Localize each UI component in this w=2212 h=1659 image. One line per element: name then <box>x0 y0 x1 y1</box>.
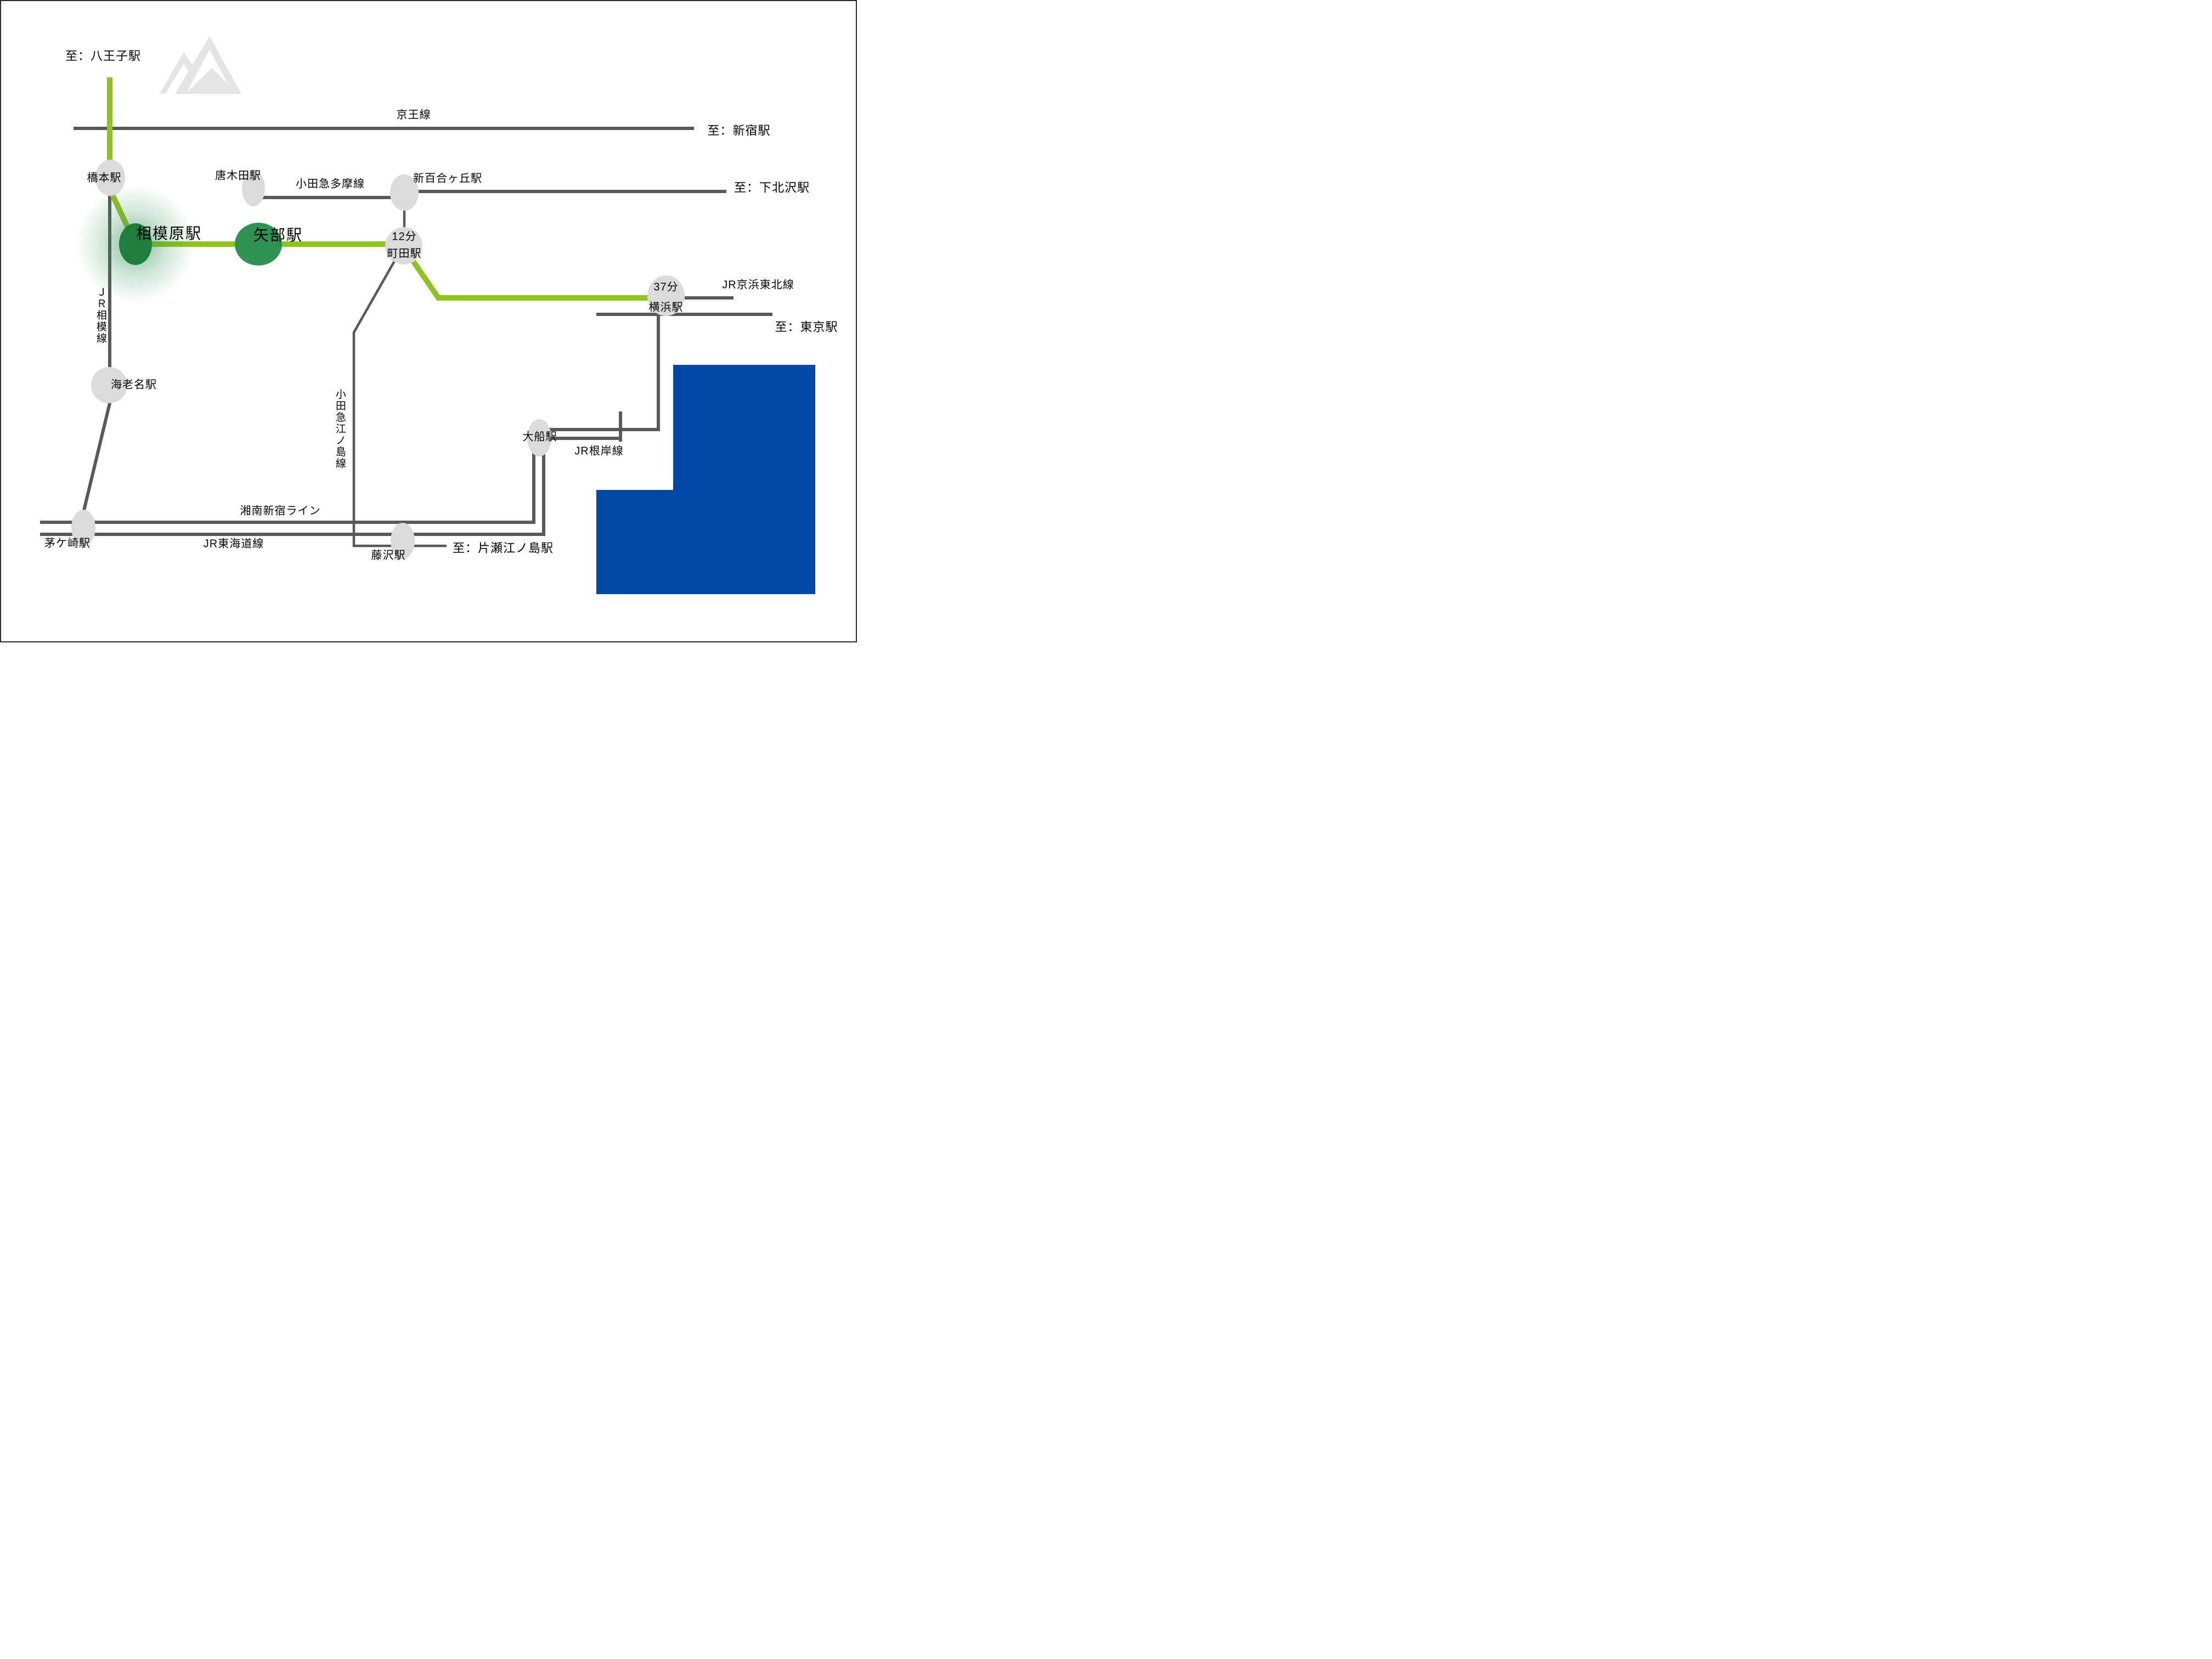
station-label-yabe: 矢部駅 <box>253 226 303 244</box>
station-node-ofuna <box>527 419 551 456</box>
travel-time-yokohama: 37分 <box>653 281 679 294</box>
station-label-yokohama: 横浜駅 <box>648 301 684 314</box>
line-label-odakyu-tama: 小田急多摩線 <box>296 178 365 190</box>
station-label-ofuna: 大船駅 <box>522 431 557 443</box>
station-node-yabe <box>235 223 282 266</box>
destination-label-shimokitazawa: 至：下北沢駅 <box>733 180 810 195</box>
station-node-machida <box>385 227 422 264</box>
station-node-chigasaki <box>71 510 95 546</box>
route-map-canvas <box>40 36 815 594</box>
shonan-shinjuku-line <box>40 315 660 524</box>
line-label-jr-sagami: ＪＲ相模線 <box>94 286 106 345</box>
station-label-fujisawa: 藤沢駅 <box>371 549 406 562</box>
station-node-ebina <box>91 367 127 403</box>
station-node-shin-yurigaoka <box>390 174 419 211</box>
jr-tokaido-line <box>40 438 545 536</box>
blue-area-shape <box>596 365 815 594</box>
line-label-shonan-shinjuku: 湘南新宿ライン <box>240 505 321 517</box>
station-label-karakida: 唐木田駅 <box>215 170 261 182</box>
line-label-jr-negishi: JR根岸線 <box>574 445 624 458</box>
station-label-shin-yurigaoka: 新百合ヶ丘駅 <box>413 172 482 185</box>
station-label-machida: 町田駅 <box>387 247 422 260</box>
station-node-yokohama <box>647 275 685 316</box>
mountain-icon <box>160 36 241 94</box>
line-label-jr-tokaido: JR東海道線 <box>203 538 264 550</box>
station-label-ebina: 海老名駅 <box>111 379 157 391</box>
station-label-chigasaki: 茅ケ崎駅 <box>44 537 91 550</box>
station-node-sagamihara <box>119 223 152 265</box>
destination-label-tokyo: 至：東京駅 <box>775 320 838 334</box>
station-node-hashimoto <box>95 160 125 196</box>
line-label-odakyu-enoshima: 小田急江ノ島線 <box>334 388 346 470</box>
travel-time-machida: 12分 <box>392 230 417 243</box>
odakyu-enoshima-line <box>352 260 447 548</box>
line-label-keio: 京王線 <box>396 109 431 121</box>
station-node-fujisawa <box>391 523 415 559</box>
green-route-machida-yokohama <box>408 256 649 301</box>
station-label-sagamihara: 相模原駅 <box>136 224 202 242</box>
destination-label-hachioji: 至：八王子駅 <box>65 49 142 63</box>
route-map: 至：八王子駅 至：新宿駅 至：下北沢駅 至：東京駅 至：片瀬江ノ島駅 京王線 小… <box>0 0 857 642</box>
station-label-hashimoto: 橋本駅 <box>87 172 122 184</box>
destination-label-katase-enoshima: 至：片瀬江ノ島駅 <box>452 541 554 555</box>
station-node-karakida <box>242 170 265 206</box>
line-label-jr-keihin-tohoku: JR京浜東北線 <box>722 279 794 291</box>
destination-label-shinjuku: 至：新宿駅 <box>707 123 771 138</box>
